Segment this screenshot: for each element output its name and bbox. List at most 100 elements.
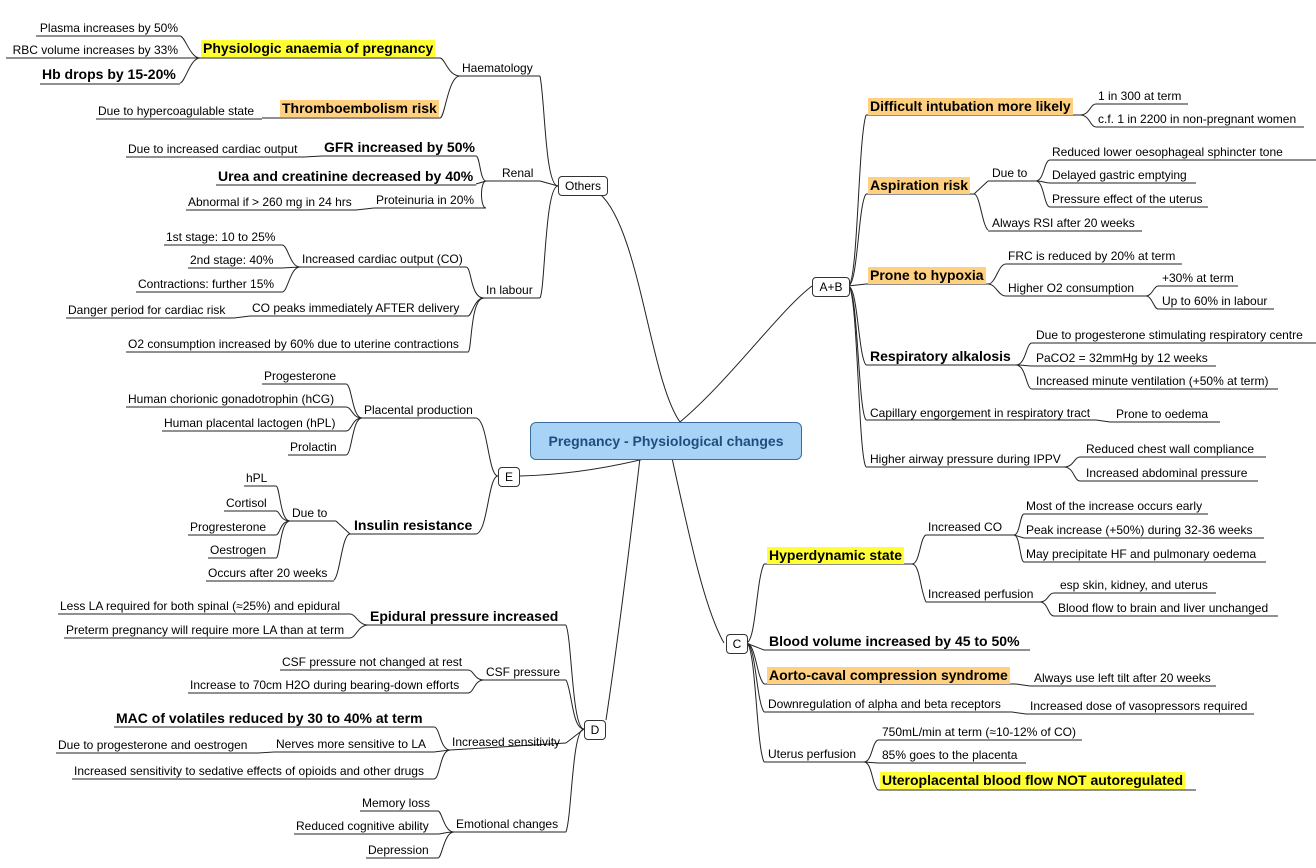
node-prone-hypoxia[interactable]: Prone to hypoxia [868, 267, 986, 284]
node-hpl-full[interactable]: Human placental lactogen (hPL) [164, 416, 336, 430]
node-higher-airway-pressure[interactable]: Higher airway pressure during IPPV [870, 452, 1061, 466]
connector [179, 35, 201, 59]
node-gfr[interactable]: GFR increased by 50% [324, 139, 475, 155]
node-rbc[interactable]: RBC volume increases by 33% [12, 43, 178, 57]
node-paco2[interactable]: PaCO2 = 32mmHg by 12 weeks [1036, 351, 1208, 365]
node-capillary-engorgement[interactable]: Capillary engorgement in respiratory tra… [870, 406, 1091, 420]
node-progresterone[interactable]: Progresterone [190, 520, 267, 534]
node-downregulation[interactable]: Downregulation of alpha and beta recepto… [768, 697, 1001, 711]
node-preterm-la[interactable]: Preterm pregnancy will require more LA t… [66, 623, 345, 637]
node-memory-loss[interactable]: Memory loss [362, 796, 431, 810]
node-ab-due-to[interactable]: Due to [992, 166, 1028, 180]
node-physiologic-anaemia[interactable]: Physiologic anaemia of pregnancy [201, 40, 436, 57]
node-increase-early[interactable]: Most of the increase occurs early [1026, 499, 1203, 513]
connector [973, 180, 989, 195]
node-increased-co[interactable]: Increased CO [928, 520, 1003, 534]
node-up-to-60[interactable]: Up to 60% in labour [1162, 294, 1268, 308]
node-1-in-2200[interactable]: c.f. 1 in 2200 in non-pregnant women [1098, 112, 1297, 126]
connector [179, 57, 201, 84]
node-after-20-weeks[interactable]: Occurs after 20 weeks [208, 566, 328, 580]
node-less-la[interactable]: Less LA required for both spinal (≈25%) … [60, 599, 341, 613]
group-others[interactable]: Others [558, 176, 608, 196]
node-o2-consumption-labour[interactable]: O2 consumption increased by 60% due to u… [128, 337, 459, 351]
node-progesterone-oestrogen[interactable]: Due to progesterone and oestrogen [58, 738, 248, 752]
node-increased-co-labour[interactable]: Increased cardiac output (CO) [302, 252, 463, 266]
node-85-placenta[interactable]: 85% goes to the placenta [882, 748, 1018, 762]
node-e-due-to[interactable]: Due to [292, 506, 328, 520]
node-vasopressors[interactable]: Increased dose of vasopressors required [1030, 699, 1248, 713]
node-skin-kidney-uterus[interactable]: esp skin, kidney, and uterus [1060, 578, 1208, 592]
node-aorto-caval[interactable]: Aorto-caval compression syndrome [767, 667, 1010, 684]
node-oestrogen[interactable]: Oestrogen [210, 543, 267, 557]
node-nerves-sensitive[interactable]: Nerves more sensitive to LA [276, 737, 427, 751]
node-gastric-emptying[interactable]: Delayed gastric emptying [1052, 168, 1187, 182]
node-stage2[interactable]: 2nd stage: 40% [190, 253, 274, 267]
group-ab[interactable]: A+B [812, 277, 850, 297]
node-cortisol[interactable]: Cortisol [226, 496, 267, 510]
node-increased-perfusion[interactable]: Increased perfusion [928, 587, 1034, 601]
node-progesterone-resp[interactable]: Due to progesterone stimulating respirat… [1036, 328, 1303, 342]
node-renal[interactable]: Renal [502, 166, 534, 180]
node-plus-30[interactable]: +30% at term [1162, 271, 1234, 285]
node-blood-volume[interactable]: Blood volume increased by 45 to 50% [769, 633, 1020, 649]
node-stage1[interactable]: 1st stage: 10 to 25% [166, 230, 276, 244]
node-abnormal-260[interactable]: Abnormal if > 260 mg in 24 hrs [188, 195, 352, 209]
node-minute-ventilation[interactable]: Increased minute ventilation (+50% at te… [1036, 374, 1269, 388]
node-co-due[interactable]: Due to increased cardiac output [128, 142, 298, 156]
group-e[interactable]: E [498, 467, 520, 487]
node-prolactin[interactable]: Prolactin [290, 440, 337, 454]
connector [333, 533, 351, 581]
node-sphincter-tone[interactable]: Reduced lower oesophageal sphincter tone [1052, 145, 1283, 159]
node-hcg[interactable]: Human chorionic gonadotrophin (hCG) [128, 392, 335, 406]
node-contractions[interactable]: Contractions: further 15% [138, 277, 275, 291]
node-aspiration-risk[interactable]: Aspiration risk [868, 177, 971, 194]
node-brain-liver[interactable]: Blood flow to brain and liver unchanged [1058, 601, 1269, 615]
node-co-peaks[interactable]: CO peaks immediately AFTER delivery [252, 301, 460, 315]
node-depression[interactable]: Depression [368, 843, 429, 857]
node-insulin-resistance[interactable]: Insulin resistance [354, 517, 473, 533]
node-mac-volatiles[interactable]: MAC of volatiles reduced by 30 to 40% at… [116, 710, 423, 726]
root-topic[interactable]: Pregnancy - Physiological changes [530, 422, 802, 460]
node-haematology[interactable]: Haematology [462, 61, 533, 75]
connector [847, 285, 867, 468]
node-csf-rest[interactable]: CSF pressure not changed at rest [282, 655, 463, 669]
node-hyperdynamic-state[interactable]: Hyperdynamic state [767, 547, 905, 564]
node-750ml[interactable]: 750mL/min at term (≈10-12% of CO) [882, 725, 1076, 739]
node-left-tilt[interactable]: Always use left tilt after 20 weeks [1034, 671, 1211, 685]
node-uterus-pressure[interactable]: Pressure effect of the uterus [1052, 192, 1203, 206]
node-epidural-pressure[interactable]: Epidural pressure increased [370, 608, 559, 624]
node-hb-drops[interactable]: Hb drops by 15-20% [42, 66, 176, 82]
node-higher-o2[interactable]: Higher O2 consumption [1008, 281, 1135, 295]
node-difficult-intubation[interactable]: Difficult intubation more likely [868, 98, 1073, 115]
node-prone-oedema[interactable]: Prone to oedema [1116, 407, 1209, 421]
node-csf-70cm[interactable]: Increase to 70cm H2O during bearing-down… [190, 678, 460, 692]
node-urea-creatinine[interactable]: Urea and creatinine decreased by 40% [218, 168, 474, 184]
node-peak-increase[interactable]: Peak increase (+50%) during 32-36 weeks [1026, 523, 1253, 537]
node-1-in-300[interactable]: 1 in 300 at term [1098, 89, 1182, 103]
connector [911, 534, 927, 565]
node-always-rsi[interactable]: Always RSI after 20 weeks [992, 216, 1135, 230]
group-d[interactable]: D [584, 720, 606, 740]
node-increased-sensitivity[interactable]: Increased sensitivity [452, 735, 561, 749]
node-emotional-changes[interactable]: Emotional changes [456, 817, 559, 831]
node-respiratory-alkalosis[interactable]: Respiratory alkalosis [870, 348, 1011, 364]
node-progesterone[interactable]: Progesterone [264, 369, 337, 383]
node-frc-reduced[interactable]: FRC is reduced by 20% at term [1008, 249, 1176, 263]
node-plasma[interactable]: Plasma increases by 50% [39, 21, 178, 35]
node-in-labour[interactable]: In labour [486, 283, 533, 297]
node-hf-oedema[interactable]: May precipitate HF and pulmonary oedema [1026, 547, 1257, 561]
node-proteinuria[interactable]: Proteinuria in 20% [376, 193, 475, 207]
node-chest-wall[interactable]: Reduced chest wall compliance [1086, 442, 1255, 456]
group-c[interactable]: C [726, 634, 748, 654]
node-danger-period[interactable]: Danger period for cardiac risk [68, 303, 226, 317]
node-abdominal-pressure[interactable]: Increased abdominal pressure [1086, 466, 1248, 480]
node-not-autoregulated[interactable]: Uteroplacental blood flow NOT autoregula… [880, 772, 1186, 789]
node-thromboembolism[interactable]: Thromboembolism risk [280, 100, 439, 117]
node-uterus-perfusion[interactable]: Uterus perfusion [768, 747, 857, 761]
node-sedative-sensitivity[interactable]: Increased sensitivity to sedative effect… [74, 764, 424, 778]
node-csf-pressure[interactable]: CSF pressure [486, 665, 561, 679]
node-hypercoagulable[interactable]: Due to hypercoagulable state [98, 104, 255, 118]
node-placental-production[interactable]: Placental production [364, 403, 473, 417]
node-cognitive[interactable]: Reduced cognitive ability [296, 819, 429, 833]
node-hpl[interactable]: hPL [246, 471, 268, 485]
